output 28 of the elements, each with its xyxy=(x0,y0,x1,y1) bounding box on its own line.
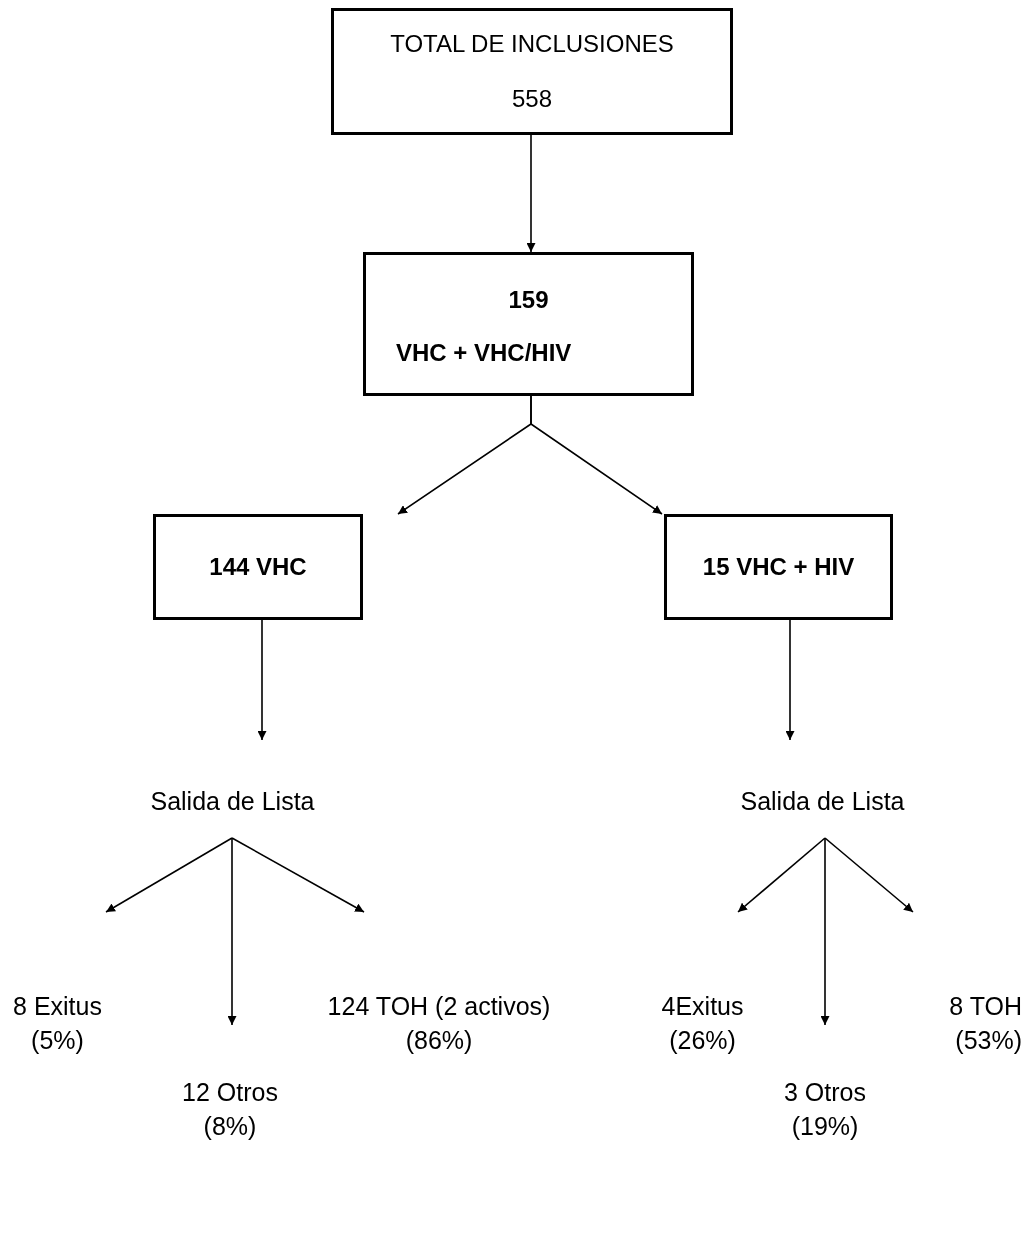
process-box xyxy=(664,514,893,620)
process-box xyxy=(153,514,363,620)
process-box xyxy=(331,8,733,135)
arrow xyxy=(105,837,233,913)
node-label: Salida de Lista xyxy=(149,786,316,817)
arrow xyxy=(737,837,826,913)
box-label: 159 xyxy=(507,284,550,315)
arrow xyxy=(820,837,830,1026)
node-label: 3 Otros (19%) xyxy=(783,1077,867,1142)
box-label: 558 xyxy=(510,83,553,114)
node-label: 12 Otros (8%) xyxy=(181,1077,279,1142)
arrow xyxy=(257,619,267,741)
arrow xyxy=(824,837,914,913)
node-label: 8 TOH (53%) xyxy=(948,991,1022,1056)
node-label: 8 Exitus (5%) xyxy=(12,991,103,1056)
box-label: 15 VHC + HIV xyxy=(701,552,856,582)
arrow xyxy=(227,837,237,1026)
process-box xyxy=(363,252,694,396)
node-label: Salida de Lista xyxy=(739,786,906,817)
node-label: 124 TOH (2 activos) (86%) xyxy=(326,991,552,1056)
box-label: VHC + VHC/HIV xyxy=(395,337,573,368)
box-label: TOTAL DE INCLUSIONES xyxy=(389,29,675,60)
arrow xyxy=(231,837,365,913)
node-label: 4Exitus (26%) xyxy=(660,991,745,1056)
arrow xyxy=(785,619,795,741)
arrow xyxy=(526,134,536,253)
box-label: 144 VHC xyxy=(208,552,308,582)
arrow xyxy=(530,395,663,515)
